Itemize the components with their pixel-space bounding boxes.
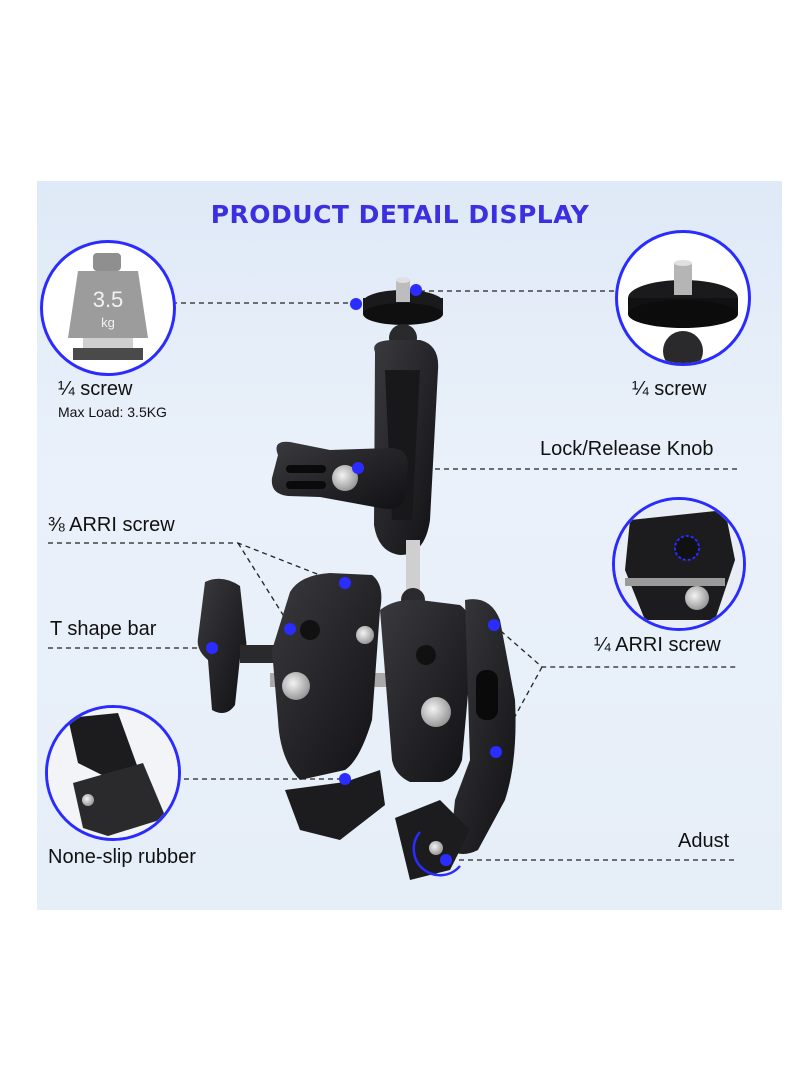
lock-knob xyxy=(271,441,408,509)
arri-14-label: ¼ ARRI screw xyxy=(594,634,721,656)
max-load-label: Max Load: 3.5KG xyxy=(58,404,167,420)
weight-unit: kg xyxy=(101,315,115,330)
screw-left-label: ¼ screw xyxy=(58,378,133,400)
top-mount xyxy=(363,277,443,352)
adjust-label: Adust xyxy=(678,830,730,852)
center-body xyxy=(380,599,473,782)
top-screw-detail-circle xyxy=(615,230,751,366)
rubber-detail-circle xyxy=(45,705,181,841)
screw-right-label: ¼ screw xyxy=(632,378,707,400)
arri-screw-detail-circle xyxy=(612,497,746,631)
lock-release-label: Lock/Release Knob xyxy=(540,438,714,460)
detail-markers xyxy=(206,284,502,866)
page-title: PRODUCT DETAIL DISPLAY xyxy=(210,200,590,229)
upper-arm xyxy=(374,340,439,555)
weight-value: 3.5 xyxy=(93,287,124,312)
t-shape-label: T shape bar xyxy=(50,618,157,640)
rubber-label: None-slip rubber xyxy=(48,846,196,868)
arri-38-label: ⅜ ARRI screw xyxy=(48,514,175,536)
left-clamp xyxy=(272,573,385,840)
weight-detail-circle: 3.5 kg xyxy=(40,240,176,376)
